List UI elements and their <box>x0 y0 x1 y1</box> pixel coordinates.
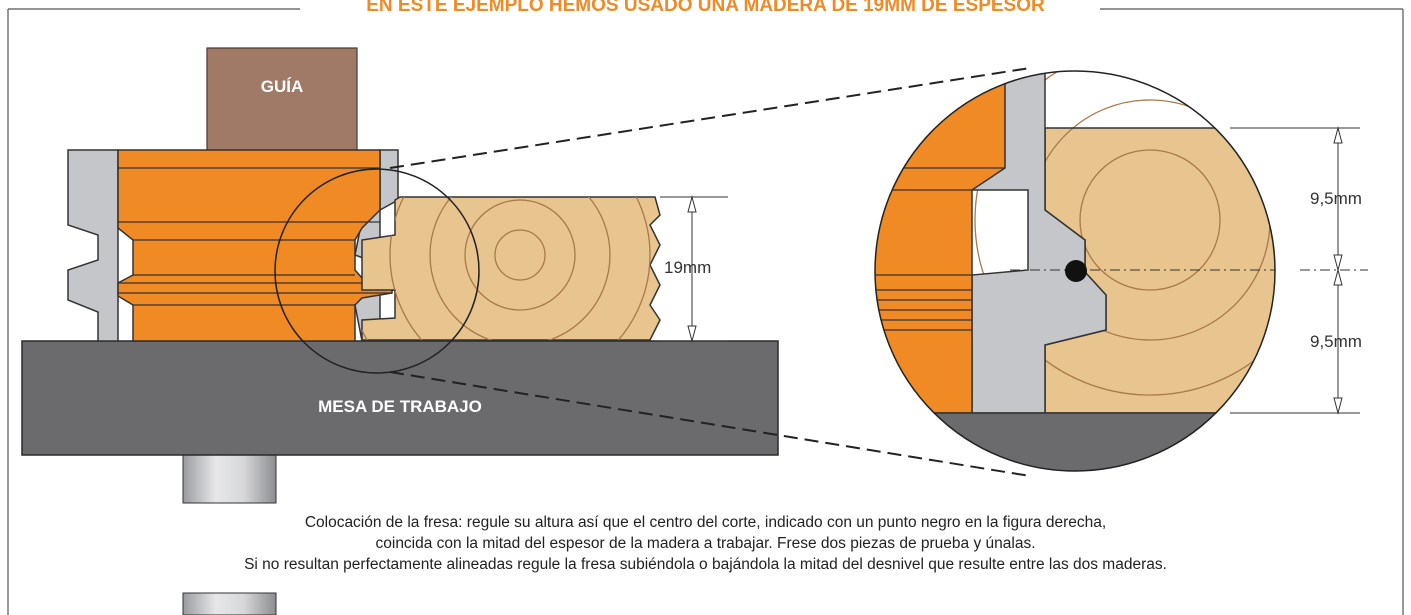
wood-piece <box>361 196 661 341</box>
cutter-orange <box>117 149 393 342</box>
table-label: MESA DE TRABAJO <box>318 397 482 416</box>
half-top-label: 9,5mm <box>1310 189 1362 208</box>
thickness-label: 19mm <box>664 258 712 277</box>
caption-line-2: coincida con la mitad del espesor de la … <box>375 535 1036 552</box>
page-title-text: EN ESTE EJEMPLO HEMOS USADO UNA MADERA D… <box>360 0 1051 16</box>
page-title: EN ESTE EJEMPLO HEMOS USADO UNA MADERA D… <box>0 0 1411 16</box>
guide-block <box>206 47 358 151</box>
caption: Colocación de la fresa: regule su altura… <box>0 512 1411 575</box>
router-shaft <box>182 454 277 615</box>
caption-line-1: Colocación de la fresa: regule su altura… <box>304 514 1107 531</box>
zoom-circle-small <box>274 168 480 374</box>
cutter-orange-lines <box>118 167 392 306</box>
zoom-connector-lines <box>389 67 1031 477</box>
guide-label: GUÍA <box>260 77 304 96</box>
frame <box>7 8 1404 615</box>
dimension-9-5mm <box>1230 126 1368 415</box>
work-table <box>21 340 779 456</box>
dimension-19mm <box>660 195 728 343</box>
cut-center-dot <box>1065 260 1087 282</box>
half-bottom-label: 9,5mm <box>1310 332 1362 351</box>
caption-line-3: Si no resultan perfectamente alineadas r… <box>244 556 1167 573</box>
zoom-circle-large <box>874 70 1276 472</box>
cutter-steel-left <box>67 149 119 342</box>
